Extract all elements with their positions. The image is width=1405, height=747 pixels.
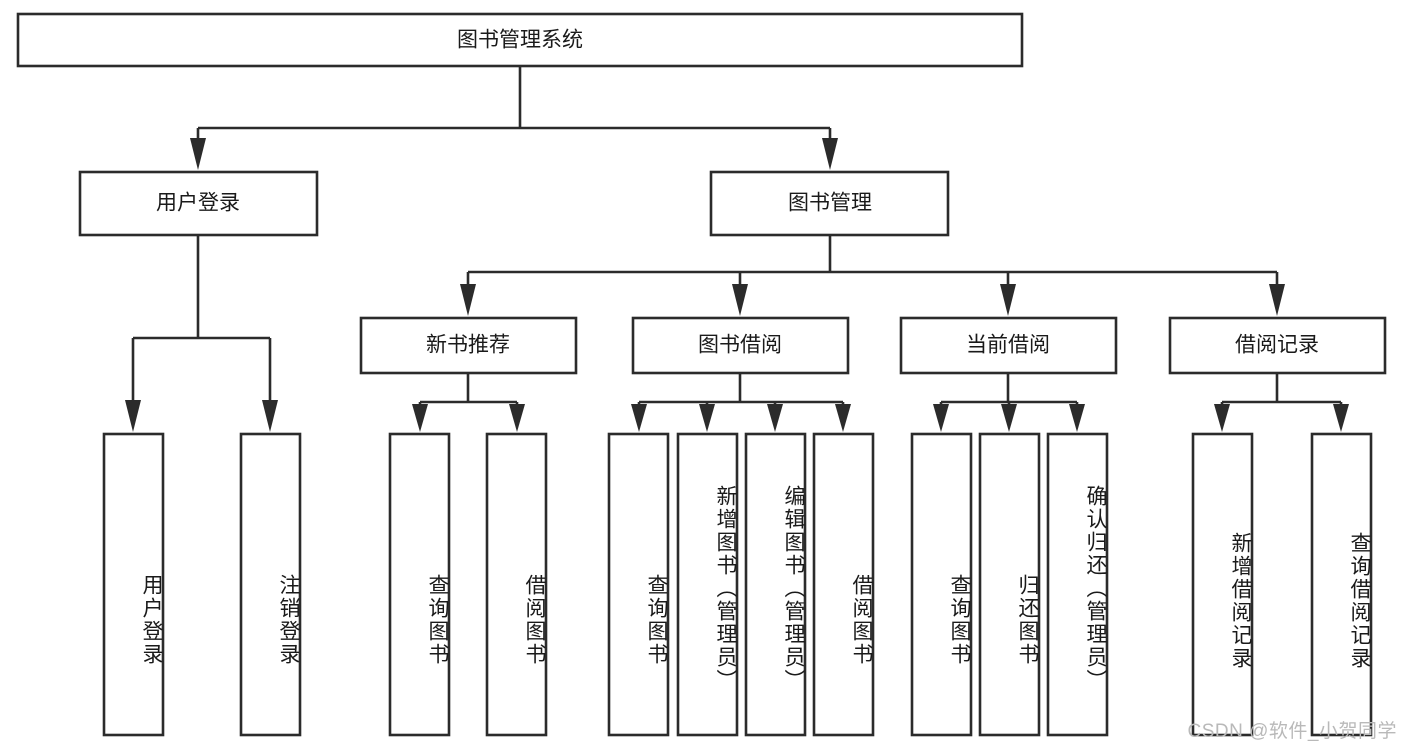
leaf-box-user-login-2[interactable] (239, 432, 302, 737)
leaf-box-book-borrow-4[interactable] (812, 432, 875, 737)
leaf-box-borrow-record-1[interactable] (1191, 432, 1254, 737)
node-root-box[interactable] (16, 12, 1024, 68)
arrow-head-user-login (190, 138, 206, 170)
arrow-head-book-manage (822, 138, 838, 170)
connector-group-user-login (125, 235, 278, 432)
connector-group-new-book (412, 373, 525, 432)
node-book-manage-label: 图书管理 (788, 192, 872, 215)
leaf-box-current-borrow-1[interactable] (910, 432, 973, 737)
connector-group-book-manage (460, 235, 1285, 316)
arrow-head-new-book-leaf-1 (412, 404, 428, 432)
node-current-borrow-box[interactable] (899, 316, 1118, 375)
node-book-borrow[interactable]: 图书借阅 (631, 316, 850, 375)
leaf-box-current-borrow-2[interactable] (978, 432, 1041, 737)
node-root-label: 图书管理系统 (457, 29, 583, 52)
node-book-manage[interactable]: 图书管理 (709, 170, 950, 237)
arrow-head-borrow-record (1269, 284, 1285, 316)
arrow-head-current-borrow-leaf-2 (1001, 404, 1017, 432)
connector-group-current-borrow (933, 373, 1085, 432)
arrow-head-user-login-leaf-2 (262, 400, 278, 432)
node-user-login-box[interactable] (78, 170, 319, 237)
node-borrow-record[interactable]: 借阅记录 (1168, 316, 1387, 375)
node-user-login-label: 用户登录 (156, 192, 240, 215)
node-current-borrow-label: 当前借阅 (966, 334, 1050, 357)
leaf-box-book-borrow-2[interactable] (676, 432, 739, 737)
connector-group-borrow-record (1214, 373, 1349, 432)
arrow-head-book-borrow-leaf-4 (835, 404, 851, 432)
node-root[interactable]: 图书管理系统 (16, 12, 1024, 68)
arrow-head-book-borrow-leaf-2 (699, 404, 715, 432)
node-borrow-record-box[interactable] (1168, 316, 1387, 375)
leaf-box-new-book-2[interactable] (485, 432, 548, 737)
node-book-borrow-box[interactable] (631, 316, 850, 375)
node-user-login[interactable]: 用户登录 (78, 170, 319, 237)
node-book-manage-box[interactable] (709, 170, 950, 237)
node-new-book-recommend[interactable]: 新书推荐 (359, 316, 578, 375)
node-new-book-recommend-label: 新书推荐 (426, 334, 510, 357)
leaf-box-borrow-record-2[interactable] (1310, 432, 1373, 737)
node-borrow-record-label: 借阅记录 (1235, 334, 1319, 357)
arrow-head-current-borrow-leaf-1 (933, 404, 949, 432)
connector-group-root (190, 66, 838, 170)
arrow-head-new-book-leaf-2 (509, 404, 525, 432)
arrow-head-borrow-record-leaf-2 (1333, 404, 1349, 432)
arrow-head-book-borrow-leaf-1 (631, 404, 647, 432)
node-current-borrow[interactable]: 当前借阅 (899, 316, 1118, 375)
csdn-watermark: CSDN @软件_小贺同学 (1187, 721, 1397, 742)
arrow-head-user-login-leaf-1 (125, 400, 141, 432)
arrow-head-current-borrow (1000, 284, 1016, 316)
arrow-head-book-borrow-leaf-3 (767, 404, 783, 432)
arrow-head-current-borrow-leaf-3 (1069, 404, 1085, 432)
leaf-box-current-borrow-3[interactable] (1046, 432, 1109, 737)
arrow-head-new-book (460, 284, 476, 316)
node-new-book-recommend-box[interactable] (359, 316, 578, 375)
leaf-box-user-login-1[interactable] (102, 432, 165, 737)
leaf-box-new-book-1[interactable] (388, 432, 451, 737)
arrow-head-book-borrow (732, 284, 748, 316)
node-book-borrow-label: 图书借阅 (698, 334, 782, 357)
connector-group-book-borrow (631, 373, 851, 432)
leaf-box-book-borrow-1[interactable] (607, 432, 670, 737)
leaf-box-book-borrow-3[interactable] (744, 432, 807, 737)
arrow-head-borrow-record-leaf-1 (1214, 404, 1230, 432)
